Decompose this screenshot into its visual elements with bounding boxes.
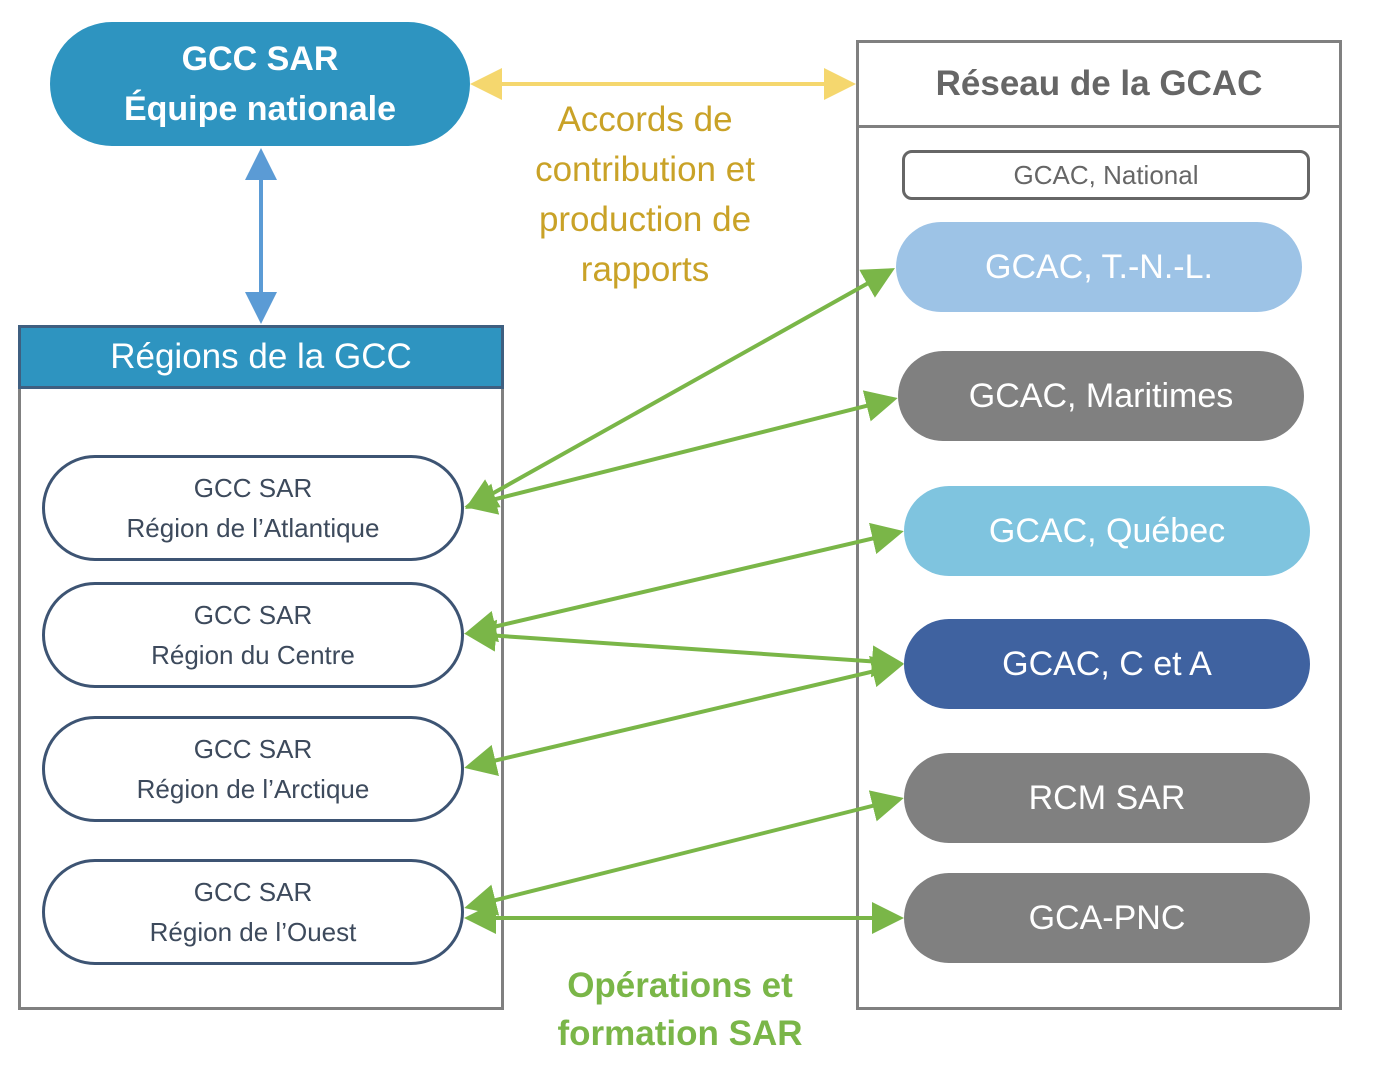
national-team-line2: Équipe nationale [123,90,397,128]
arrow-centre-quebec [464,522,904,643]
arrow-atlantique-maritimes [464,390,898,515]
accords-label: Accords de contribution et production de… [500,95,790,295]
region-node-ouest: GCC SAR Région de l’Ouest [42,859,464,965]
region-line1: GCC SAR [193,600,313,630]
network-node-tnl: GCAC, T.-N.-L. [896,222,1302,312]
network-node-ca: GCAC, C et A [904,619,1310,709]
accords-label-line: rapports [580,250,710,289]
region-line1: GCC SAR [193,734,313,764]
region-line2: Région de l’Atlantique [126,513,380,543]
region-line1: GCC SAR [193,877,313,907]
network-node-quebec: GCAC, Québec [904,486,1310,576]
network-national-box: GCAC, National [902,150,1310,200]
national-team-line1: GCC SAR [181,40,339,78]
arrow-atlantique-tnl [465,268,895,509]
operations-label: Opérations et formation SAR [520,962,840,1058]
accords-label-line: contribution et [535,150,755,189]
arrow-centre-ca [464,619,904,678]
region-line2: Région du Centre [151,640,355,670]
network-node-gcapnc: GCA-PNC [904,873,1310,963]
network-node-rcm: RCM SAR [904,753,1310,843]
region-node-arctique: GCC SAR Région de l’Arctique [42,716,464,822]
accords-label-line: Accords de [557,100,733,139]
network-header: Réseau de la GCAC [856,40,1342,128]
network-node-maritimes: GCAC, Maritimes [898,351,1304,441]
operations-label-line: Opérations et [567,966,793,1005]
accords-label-line: production de [538,200,752,239]
regions-header: Régions de la GCC [18,325,504,389]
arrow-arctique-ca [464,655,904,777]
region-line2: Région de l’Ouest [149,917,357,947]
operations-label-line: formation SAR [557,1014,803,1053]
national-team-node: GCC SAR Équipe nationale [50,22,470,146]
region-line1: GCC SAR [193,473,313,503]
arrow-ouest-rcm [464,790,904,916]
region-node-atlantique: GCC SAR Région de l’Atlantique [42,455,464,561]
region-line2: Région de l’Arctique [136,774,370,804]
region-node-centre: GCC SAR Région du Centre [42,582,464,688]
